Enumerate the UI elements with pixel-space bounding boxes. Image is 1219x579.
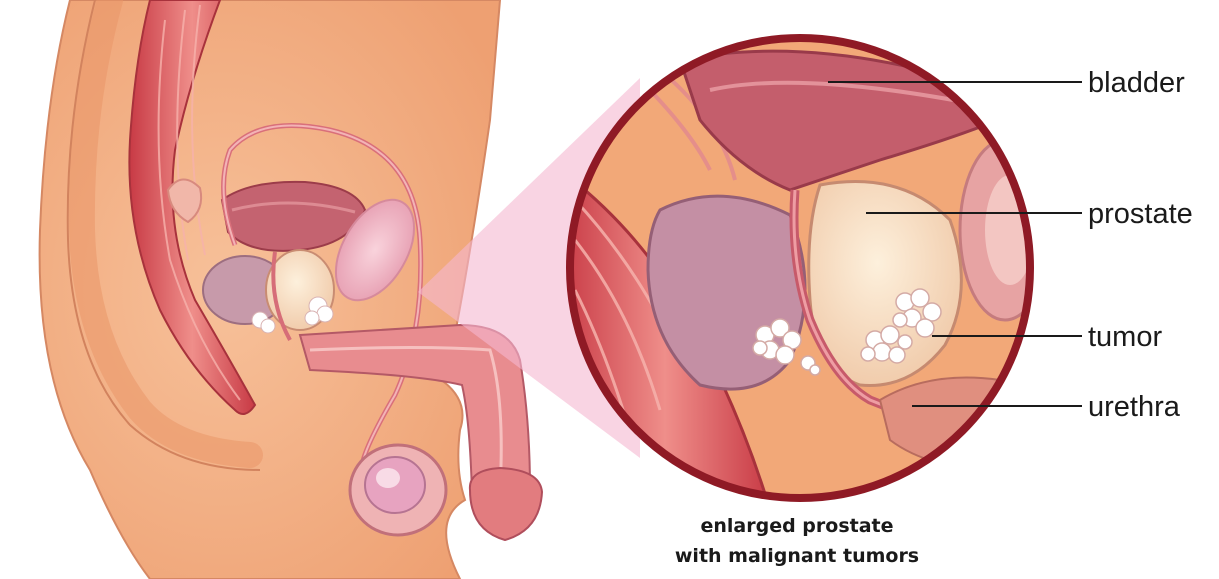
prostate-label: prostate <box>1088 198 1193 230</box>
glans <box>470 468 542 540</box>
caption-line-2: with malignant tumors <box>675 545 919 567</box>
bladder-label: bladder <box>1088 67 1185 99</box>
caption-line-1: enlarged prostate <box>700 515 893 537</box>
testicle-highlight <box>376 468 400 488</box>
urethra-label: urethra <box>1088 391 1181 423</box>
tumor-label: tumor <box>1088 321 1162 353</box>
caption: enlarged prostate with malignant tumors <box>675 515 919 567</box>
